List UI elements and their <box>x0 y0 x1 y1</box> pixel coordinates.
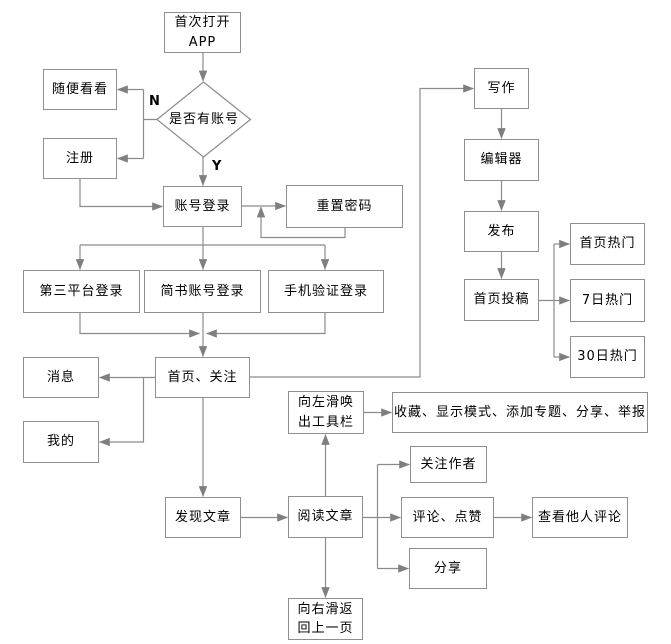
decision-diamond <box>156 81 252 158</box>
edge-home-writing <box>250 84 474 378</box>
connector-trunk-login <box>80 227 325 246</box>
connector-trunk-read <box>363 464 379 569</box>
node-hot-30d: 30日热门 <box>570 336 645 378</box>
node-read-article: 阅读文章 <box>288 496 363 538</box>
node-editor: 编辑器 <box>464 139 539 181</box>
connector-group <box>75 53 570 598</box>
node-third-party-login: 第三平台登录 <box>23 270 140 313</box>
node-register: 注册 <box>43 138 117 179</box>
node-messages: 消息 <box>23 357 99 398</box>
edge-reset-login <box>256 206 346 239</box>
node-discover-articles: 发现文章 <box>165 497 241 538</box>
edge-phone-converge <box>206 313 326 338</box>
node-comment-like: 评论、点赞 <box>401 497 494 538</box>
node-swipe-left-toolbar: 向左滑唤 出工具栏 <box>288 391 364 434</box>
node-account-login: 账号登录 <box>163 186 242 227</box>
node-toolbar-actions: 收藏、显示模式、添加专题、分享、举报 <box>392 392 648 433</box>
node-browse: 随便看看 <box>43 69 117 110</box>
node-hot-home: 首页热门 <box>570 223 645 265</box>
decision-no-label: N <box>149 94 160 109</box>
edge-thirdparty-converge <box>79 313 200 338</box>
node-home-follow: 首页、关注 <box>155 357 250 398</box>
node-jianshu-login: 简书账号登录 <box>144 270 261 313</box>
edge-home-mine <box>99 377 145 447</box>
node-mine: 我的 <box>23 421 99 463</box>
node-home-submit: 首页投稿 <box>464 279 539 321</box>
node-hot-7d: 7日热门 <box>570 279 645 322</box>
node-phone-login: 手机验证登录 <box>268 270 384 313</box>
edge-register-login <box>79 179 163 211</box>
node-writing: 写作 <box>474 68 529 109</box>
node-follow-author: 关注作者 <box>410 446 487 483</box>
node-has-account-label: 是否有账号 <box>168 112 239 127</box>
node-view-comments: 查看他人评论 <box>532 497 628 538</box>
connector-trunk-hot <box>539 244 555 357</box>
node-open-app: 首次打开 APP <box>164 12 241 53</box>
decision-yes-label: Y <box>212 159 222 174</box>
connector-trunk-n <box>142 89 157 159</box>
node-share: 分享 <box>409 548 487 589</box>
node-publish: 发布 <box>464 211 539 252</box>
node-swipe-right-back: 向右滑返 回上一页 <box>288 598 363 640</box>
node-reset-password: 重置密码 <box>286 185 403 228</box>
